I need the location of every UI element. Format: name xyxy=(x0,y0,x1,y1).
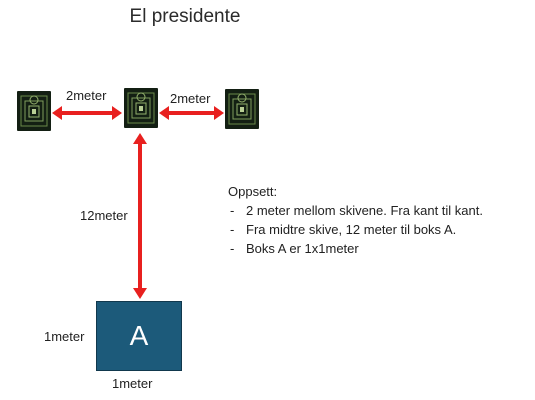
page-title: El presidente xyxy=(129,6,241,27)
setup-notes: Oppsett: 2 meter mellom skivene. Fra kan… xyxy=(228,182,483,258)
arrow-left-gap xyxy=(52,106,122,120)
distance-label-left: 2meter xyxy=(66,88,107,103)
list-item: Fra midtre skive, 12 meter til boks A. xyxy=(228,220,483,239)
box-bottom-label: 1meter xyxy=(112,376,153,391)
target-center-icon xyxy=(123,87,159,129)
arrow-to-box xyxy=(133,133,147,299)
distance-label-right: 2meter xyxy=(170,91,211,106)
notes-list: 2 meter mellom skivene. Fra kant til kan… xyxy=(228,201,483,258)
target-right-icon xyxy=(224,88,260,130)
box-letter: A xyxy=(129,320,149,351)
list-item: Boks A er 1x1meter xyxy=(228,239,483,258)
box-a: A xyxy=(96,301,182,371)
distance-label-vertical: 12meter xyxy=(80,208,128,223)
target-left-icon xyxy=(16,90,52,132)
box-side-label: 1meter xyxy=(44,329,85,344)
notes-heading: Oppsett: xyxy=(228,184,278,199)
arrow-right-gap xyxy=(159,106,224,120)
list-item: 2 meter mellom skivene. Fra kant til kan… xyxy=(228,201,483,220)
